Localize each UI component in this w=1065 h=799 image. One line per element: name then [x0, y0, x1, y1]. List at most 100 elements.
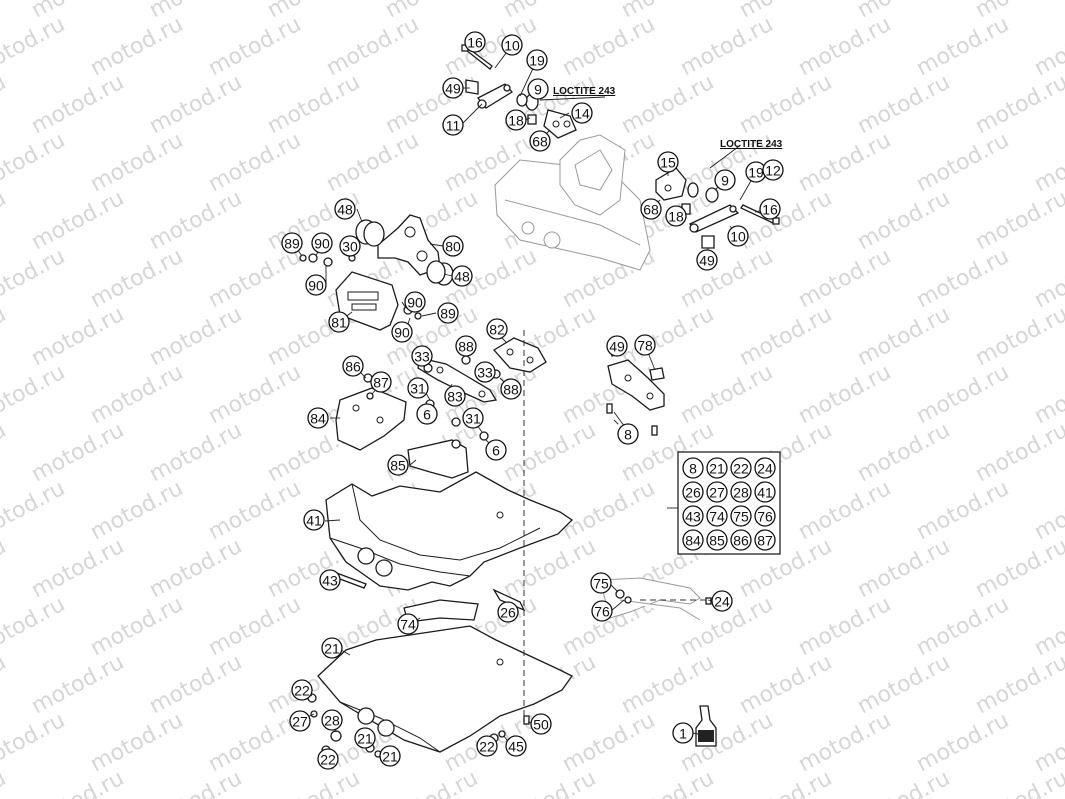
callout-circle: [486, 318, 508, 340]
callout-84: 84: [307, 407, 329, 429]
callout-circle: [505, 735, 527, 757]
callout-circle: [591, 600, 613, 622]
callout-number: 24: [714, 594, 730, 610]
callout-1: 1: [672, 722, 694, 744]
callout-number: 48: [454, 269, 470, 285]
callout-12: 12: [762, 159, 784, 181]
callout-number: 49: [699, 253, 715, 269]
callout-number: 82: [489, 322, 505, 338]
kit-item-74: 74: [706, 505, 728, 527]
detail-74-75-76: [599, 577, 712, 621]
callout-number: 43: [322, 573, 338, 589]
callout-circle: [321, 709, 343, 731]
callout-10: 10: [727, 225, 749, 247]
callout-circle: [455, 335, 477, 357]
callout-number: 90: [407, 295, 423, 311]
callout-21: 21: [354, 727, 376, 749]
callout-circle: [307, 407, 329, 429]
kit-item-24: 24: [754, 457, 776, 479]
callout-circle: [476, 735, 498, 757]
callout-number: 1: [679, 726, 687, 742]
callout-number: 6: [492, 443, 500, 459]
callout-number: 87: [373, 375, 389, 391]
kit-item-22: 22: [730, 457, 752, 479]
callout-number: 16: [467, 35, 483, 51]
callout-89: 89: [437, 302, 459, 324]
callout-6: 6: [416, 403, 438, 425]
callout-22: 22: [291, 679, 313, 701]
kit-item-circle: [706, 481, 728, 503]
callout-11: 11: [442, 114, 464, 136]
kit-item-number: 43: [685, 509, 701, 525]
kit-item-number: 26: [685, 485, 701, 501]
bracket-83: [417, 357, 498, 403]
callout-circle: [416, 403, 438, 425]
callout-circle: [437, 302, 459, 324]
callout-24: 24: [711, 590, 733, 612]
callout-number: 48: [337, 202, 353, 218]
callout-16: 16: [464, 31, 486, 53]
callout-circle: [311, 232, 333, 254]
kit-item-number: 27: [709, 485, 725, 501]
callout-number: 19: [748, 165, 764, 181]
callout-75: 75: [590, 572, 612, 594]
callout-86: 86: [342, 355, 364, 377]
callout-circle: [714, 169, 736, 191]
callout-circle: [529, 130, 551, 152]
callout-33: 33: [411, 345, 433, 367]
kit-item-circle: [754, 481, 776, 503]
callout-circle: [617, 423, 639, 445]
callout-number: 68: [643, 202, 659, 218]
callout-circle: [530, 713, 552, 735]
kit-item-number: 87: [757, 533, 773, 549]
callout-number: 84: [310, 411, 326, 427]
callout-14: 14: [571, 102, 593, 124]
callout-90: 90: [311, 232, 333, 254]
kit-item-28: 28: [730, 481, 752, 503]
callout-number: 9: [721, 173, 729, 189]
skid-plate-8: [325, 471, 574, 591]
callout-circle: [370, 371, 392, 393]
kit-item-43: 43: [682, 505, 704, 527]
kit-item-circle: [682, 529, 704, 551]
callout-number: 11: [446, 118, 461, 134]
callout-number: 31: [465, 411, 481, 427]
callout-circle: [328, 311, 350, 333]
callout-circle: [444, 385, 466, 407]
callout-number: 26: [500, 605, 516, 621]
callout-circle: [696, 249, 718, 271]
bracket-15: [655, 167, 687, 201]
shock-link-right: [689, 204, 740, 233]
callout-number: 76: [594, 604, 610, 620]
kit-item-21: 21: [706, 457, 728, 479]
callout-circle: [590, 572, 612, 594]
callout-50: 50: [530, 713, 552, 735]
callout-circle: [672, 722, 694, 744]
callout-circle: [407, 377, 429, 399]
frame-ghost-top: [494, 134, 651, 271]
callout-48: 48: [451, 265, 473, 287]
callout-circle: [462, 407, 484, 429]
kit-item-85: 85: [706, 529, 728, 551]
kit-item-number: 8: [689, 461, 697, 477]
callout-circle: [334, 198, 356, 220]
callout-circle: [391, 321, 413, 343]
callout-82: 82: [486, 318, 508, 340]
callout-number: 30: [342, 239, 358, 255]
kit-item-number: 74: [709, 509, 725, 525]
callout-circle: [606, 335, 628, 357]
loctite-note-top: LOCTITE 243: [553, 86, 616, 97]
callout-number: 90: [308, 278, 324, 294]
callout-circle: [505, 109, 527, 131]
callout-27: 27: [289, 710, 311, 732]
callout-circle: [319, 569, 341, 591]
callout-number: 49: [445, 81, 461, 97]
bracket-14: [543, 109, 577, 139]
callout-circle: [305, 274, 327, 296]
callout-number: 18: [508, 113, 524, 129]
callout-21: 21: [379, 745, 401, 767]
callout-number: 15: [660, 155, 676, 171]
callout-circle: [500, 378, 522, 400]
kit-item-75: 75: [730, 505, 752, 527]
callout-68: 68: [640, 198, 662, 220]
